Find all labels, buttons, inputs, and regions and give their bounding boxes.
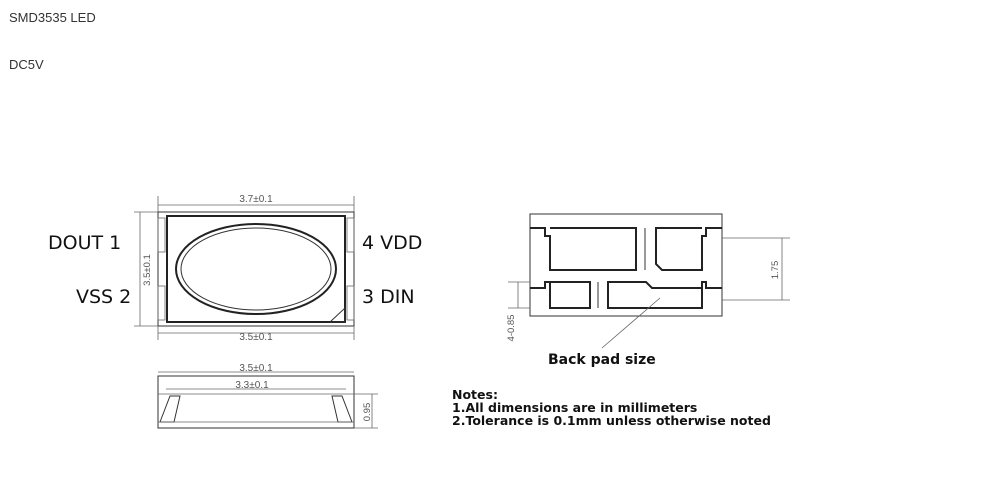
lens-outer [175, 223, 337, 315]
package-body [166, 215, 346, 323]
pin-3-label: 3 DIN [362, 286, 415, 308]
notes-heading: Notes: [452, 387, 498, 402]
pin-2-label: VSS 2 [76, 286, 131, 308]
pin-4-label: 4 VDD [362, 232, 422, 254]
product-title: SMD3535 LED [9, 10, 96, 25]
back-pad-1 [530, 227, 637, 271]
back-dim-pad: 4-0.85 [506, 315, 517, 342]
dim-width-top: 3.7±0.1 [239, 194, 273, 205]
pad-left-top [157, 217, 166, 253]
back-leader [601, 297, 661, 349]
polarity-mark [328, 306, 346, 323]
side-view: 3.5±0.1 3.3±0.1 0.95 [157, 363, 378, 429]
side-outline [157, 375, 355, 429]
back-pad-caption: Back pad size [548, 352, 656, 368]
dim-height: 3.5±0.1 [142, 254, 153, 286]
back-pad-4 [655, 227, 722, 271]
side-dim-inner: 3.3±0.1 [235, 380, 269, 391]
note-2: 2.Tolerance is 0.1mm unless otherwise no… [452, 413, 771, 428]
back-pad-2 [530, 281, 591, 309]
note-1: 1.All dimensions are in millimeters [452, 400, 697, 415]
top-view: 3.7±0.1 3.5±0.1 3.5±0.1 DOUT 1 VSS 2 4 V… [48, 194, 422, 343]
voltage-label: DC5V [9, 57, 44, 72]
back-dim-pitch: 1.75 [770, 261, 781, 280]
lens-inner [180, 227, 332, 311]
back-outline [529, 213, 723, 317]
side-dim-height: 0.95 [362, 403, 373, 422]
package-outline [157, 211, 355, 327]
side-right-lead [331, 395, 353, 423]
side-left-lead [159, 395, 181, 423]
pad-right-bottom [346, 285, 355, 321]
notes: Notes: 1.All dimensions are in millimete… [452, 387, 771, 428]
side-dim-outer: 3.5±0.1 [239, 363, 273, 374]
pad-left-bottom [157, 285, 166, 321]
pin-1-label: DOUT 1 [48, 232, 121, 254]
pad-right-top [346, 217, 355, 253]
dim-width-bottom: 3.5±0.1 [239, 332, 273, 343]
back-view: 1.75 4-0.85 Back pad size [506, 213, 790, 368]
back-pad-3 [607, 281, 722, 309]
